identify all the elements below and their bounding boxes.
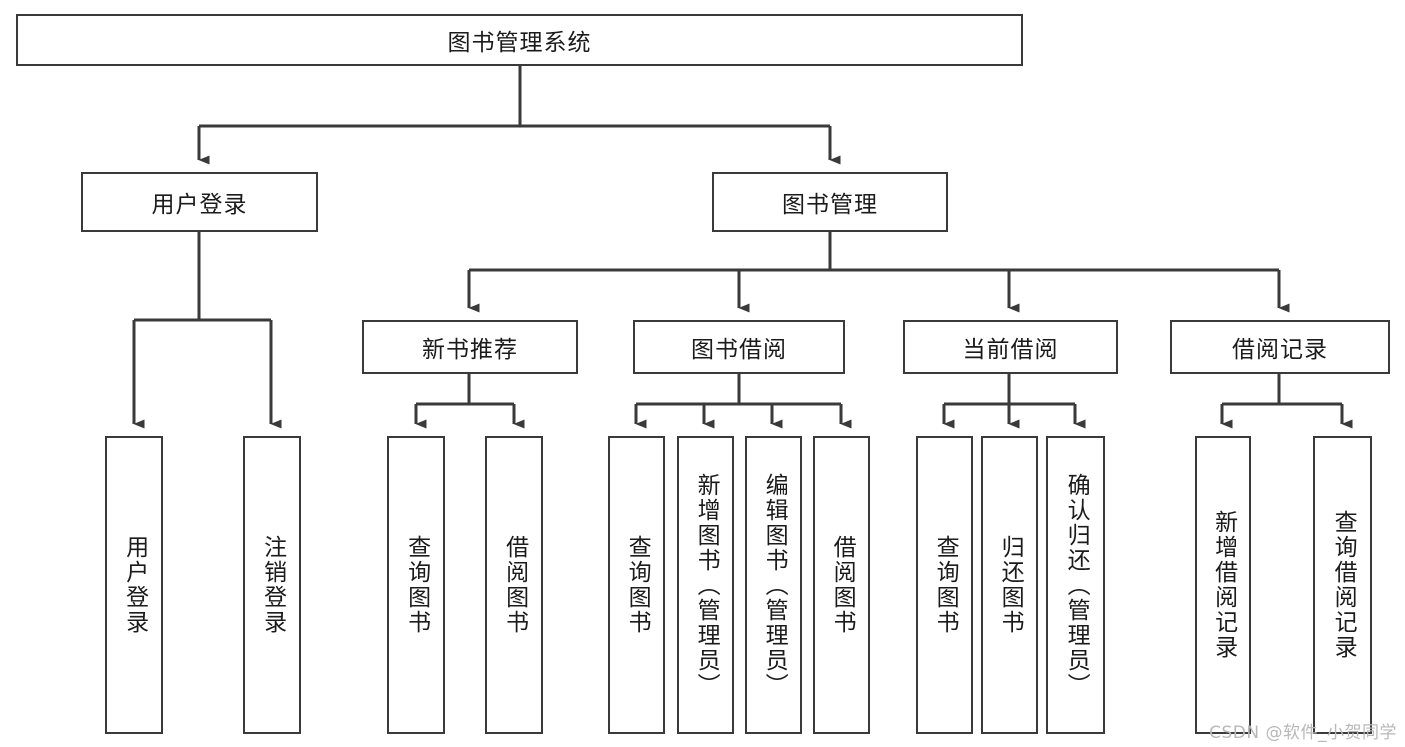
- node-leaf-add-book[interactable]: 新增图书（管理员）: [677, 436, 734, 734]
- node-leaf-confirm-return-label: 确认归还（管理员）: [1063, 472, 1090, 698]
- node-leaf-query-book-2[interactable]: 查询图书: [608, 436, 665, 734]
- node-leaf-query-record-label: 查询借阅记录: [1330, 510, 1357, 660]
- node-leaf-borrow-book-2[interactable]: 借阅图书: [813, 436, 870, 734]
- node-root-label: 图书管理系统: [447, 30, 592, 56]
- node-borrow-record-label: 借阅记录: [1232, 337, 1328, 363]
- watermark-text: CSDN @软件_小贺同学: [1209, 723, 1397, 743]
- node-user-login-label: 用户登录: [151, 192, 248, 218]
- node-leaf-confirm-return[interactable]: 确认归还（管理员）: [1046, 436, 1105, 734]
- node-leaf-edit-book[interactable]: 编辑图书（管理员）: [745, 436, 802, 734]
- node-root[interactable]: 图书管理系统: [16, 14, 1023, 66]
- node-book-manage-label: 图书管理: [782, 192, 878, 218]
- node-leaf-borrow-book-1-label: 借阅图书: [501, 535, 528, 635]
- node-book-borrow[interactable]: 图书借阅: [633, 320, 845, 374]
- node-new-book-recommend[interactable]: 新书推荐: [362, 320, 578, 374]
- node-current-borrow[interactable]: 当前借阅: [903, 320, 1118, 374]
- node-leaf-query-book-3-label: 查询图书: [932, 535, 959, 635]
- node-leaf-add-record-label: 新增借阅记录: [1210, 510, 1237, 660]
- node-leaf-add-book-label: 新增图书（管理员）: [693, 472, 720, 698]
- node-leaf-user-logout-label: 注销登录: [259, 535, 286, 635]
- node-leaf-user-login[interactable]: 用户登录: [105, 436, 163, 734]
- node-borrow-record[interactable]: 借阅记录: [1170, 320, 1390, 374]
- node-leaf-query-book-1[interactable]: 查询图书: [387, 436, 445, 734]
- node-book-manage[interactable]: 图书管理: [712, 172, 948, 232]
- node-leaf-add-record[interactable]: 新增借阅记录: [1195, 436, 1251, 734]
- node-leaf-user-logout[interactable]: 注销登录: [243, 436, 301, 734]
- node-leaf-return-book[interactable]: 归还图书: [981, 436, 1038, 734]
- node-leaf-query-book-1-label: 查询图书: [403, 535, 430, 635]
- node-current-borrow-label: 当前借阅: [962, 337, 1059, 363]
- node-leaf-borrow-book-1[interactable]: 借阅图书: [485, 436, 543, 734]
- node-leaf-query-book-3[interactable]: 查询图书: [916, 436, 973, 734]
- node-leaf-user-login-label: 用户登录: [121, 535, 148, 635]
- node-leaf-borrow-book-2-label: 借阅图书: [829, 535, 856, 635]
- node-leaf-query-record[interactable]: 查询借阅记录: [1313, 436, 1372, 734]
- node-leaf-query-book-2-label: 查询图书: [624, 535, 651, 635]
- node-user-login[interactable]: 用户登录: [81, 172, 318, 232]
- node-leaf-return-book-label: 归还图书: [997, 535, 1024, 635]
- node-leaf-edit-book-label: 编辑图书（管理员）: [761, 472, 788, 698]
- node-book-borrow-label: 图书借阅: [691, 337, 787, 363]
- node-new-book-recommend-label: 新书推荐: [422, 337, 518, 363]
